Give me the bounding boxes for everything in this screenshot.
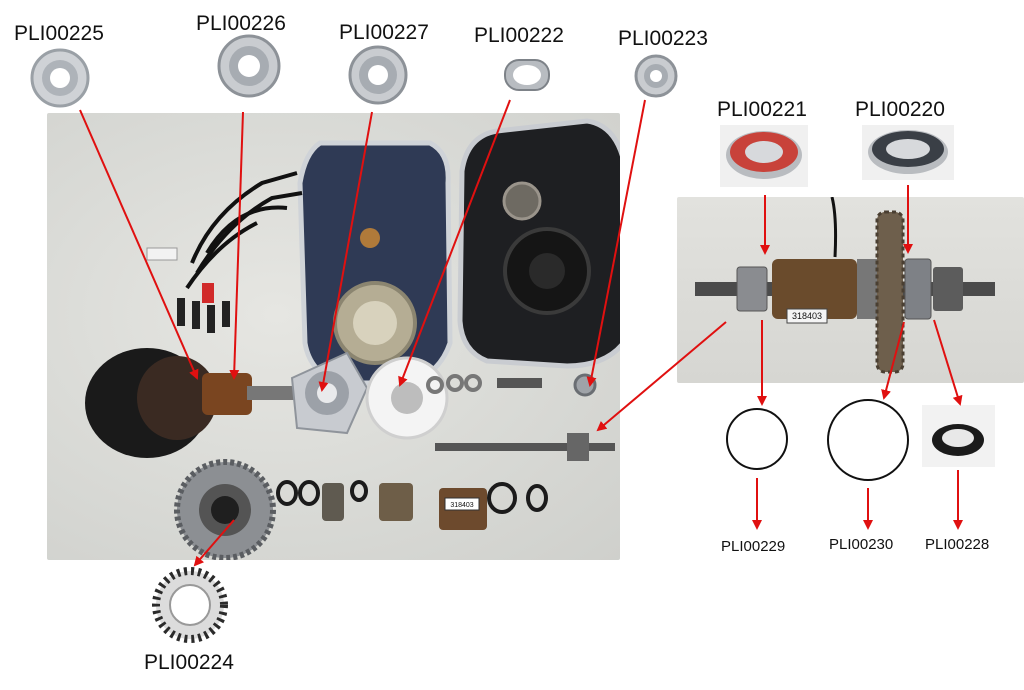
label-pli00225: PLI00225 bbox=[14, 22, 104, 45]
ring-gear bbox=[174, 459, 276, 560]
exploded-motor-photo: 318403 bbox=[47, 113, 620, 560]
label-pli00229: PLI00229 bbox=[721, 538, 786, 555]
bearing-thumb-pli00225 bbox=[30, 48, 90, 108]
arrow-pli00223 bbox=[586, 99, 646, 387]
exploded-motor-illustration: 318403 bbox=[85, 118, 620, 560]
sleeve-b bbox=[379, 483, 413, 521]
label-pli00221: PLI00221 bbox=[717, 98, 807, 121]
screws bbox=[177, 298, 230, 333]
shaft-sticker: 318403 bbox=[786, 308, 828, 324]
shaft-closeup-illustration: 318403 bbox=[695, 197, 995, 374]
label-pli00228: PLI00228 bbox=[925, 536, 990, 553]
red-connector bbox=[202, 283, 214, 303]
arrow-pli00222 bbox=[398, 99, 511, 387]
pinion-shaft bbox=[497, 378, 542, 388]
needle-bearing-thumb-pli00222 bbox=[504, 59, 550, 91]
label-pli00227: PLI00227 bbox=[339, 21, 429, 44]
connector-plug bbox=[146, 247, 178, 261]
bearing-carrier bbox=[290, 351, 369, 435]
label-pli00230: PLI00230 bbox=[829, 536, 894, 553]
sealed-bearing-thumb-pli00220 bbox=[862, 125, 954, 180]
sensor-sleeve: 318403 bbox=[439, 488, 487, 530]
sealed-bearing-thumb-pli00221 bbox=[720, 125, 808, 187]
label-pli00223: PLI00223 bbox=[618, 27, 708, 50]
bearing-thumb-pli00223 bbox=[634, 54, 678, 98]
shaft-sleeve bbox=[772, 259, 857, 319]
shaft-spline bbox=[933, 267, 963, 311]
arrow-to-seal-pli00228 bbox=[933, 319, 963, 406]
arrow-pli00224 bbox=[193, 519, 235, 567]
shaft-seal-thumb-pli00228 bbox=[922, 405, 995, 467]
needle-cage-thumb-pli00224 bbox=[152, 567, 228, 643]
label-pli00224: PLI00224 bbox=[144, 651, 234, 674]
arrow-pli00225 bbox=[79, 109, 199, 380]
main-shaft bbox=[435, 433, 615, 461]
label-pli00226: PLI00226 bbox=[196, 12, 286, 35]
wiring-harness bbox=[185, 171, 303, 290]
o-ring-pli00229 bbox=[726, 408, 788, 470]
motor-cover-right bbox=[457, 118, 620, 369]
shaft-closeup-photo: 318403 bbox=[677, 197, 1024, 383]
serial-stamp-shaft: 318403 bbox=[792, 311, 822, 321]
arrow-to-o-ring-pli00230 bbox=[881, 321, 905, 400]
washers-row bbox=[426, 374, 482, 394]
shaft-bearing-right bbox=[904, 258, 932, 320]
plastic-gear bbox=[365, 356, 449, 440]
bearing-thumb-pli00226 bbox=[217, 34, 281, 98]
label-pli00220: PLI00220 bbox=[855, 98, 945, 121]
circlip-row bbox=[276, 480, 548, 514]
callout-arrows bbox=[79, 99, 963, 567]
sleeve-a bbox=[322, 483, 344, 521]
bearing-thumb-pli00227 bbox=[348, 45, 408, 105]
arrow-shaft-to-closeup bbox=[596, 321, 727, 432]
serial-stamp-main: 318403 bbox=[450, 502, 473, 509]
label-pli00222: PLI00222 bbox=[474, 24, 564, 47]
arrow-pli00227 bbox=[318, 111, 373, 392]
shaft-bearing-left bbox=[736, 266, 768, 312]
o-ring-pli00230 bbox=[827, 399, 909, 481]
arrow-pli00226 bbox=[229, 111, 244, 380]
